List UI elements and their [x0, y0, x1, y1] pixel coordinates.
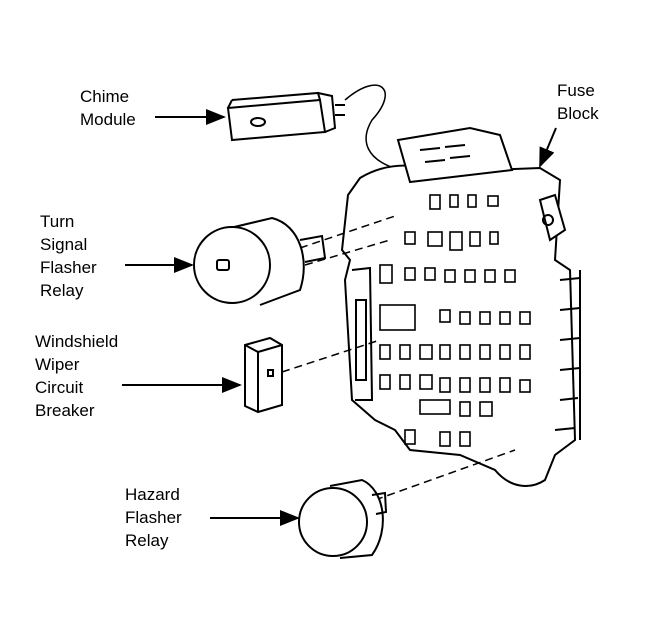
label-line: Wiper — [35, 355, 80, 374]
label-line: Circuit — [35, 378, 84, 397]
chime-module — [226, 84, 401, 171]
label-line: Flasher — [40, 258, 97, 277]
label-line: Windshield — [35, 332, 119, 351]
fuse-block-arrow — [539, 127, 557, 168]
hazard-flasher-relay — [298, 478, 388, 559]
label-line: Block — [557, 104, 599, 123]
turn-signal-flasher-relay-label: Turn Signal Flasher Relay — [40, 210, 97, 302]
label-line: Relay — [125, 531, 169, 550]
hazard-flasher-relay-label: Hazard Flasher Relay — [125, 483, 182, 552]
label-line: Fuse — [557, 81, 595, 100]
label-line: Turn — [40, 212, 75, 231]
windshield-wiper-circuit-breaker-label: Windshield Wiper Circuit Breaker — [35, 330, 118, 422]
label-line: Relay — [40, 281, 84, 300]
label-line: Module — [80, 110, 136, 129]
label-line: Breaker — [35, 401, 95, 420]
label-line: Signal — [40, 235, 88, 254]
label-line: Hazard — [125, 485, 180, 504]
windshield-wiper-circuit-breaker — [244, 336, 283, 414]
chime-module-label: Chime Module — [80, 85, 136, 131]
label-line: Flasher — [125, 508, 182, 527]
fuse-block — [340, 126, 581, 487]
fuse-block-label: Fuse Block — [557, 79, 599, 125]
label-line: Chime — [80, 87, 130, 106]
fuse-slots — [379, 194, 531, 447]
turn-signal-flasher-relay — [193, 216, 327, 306]
